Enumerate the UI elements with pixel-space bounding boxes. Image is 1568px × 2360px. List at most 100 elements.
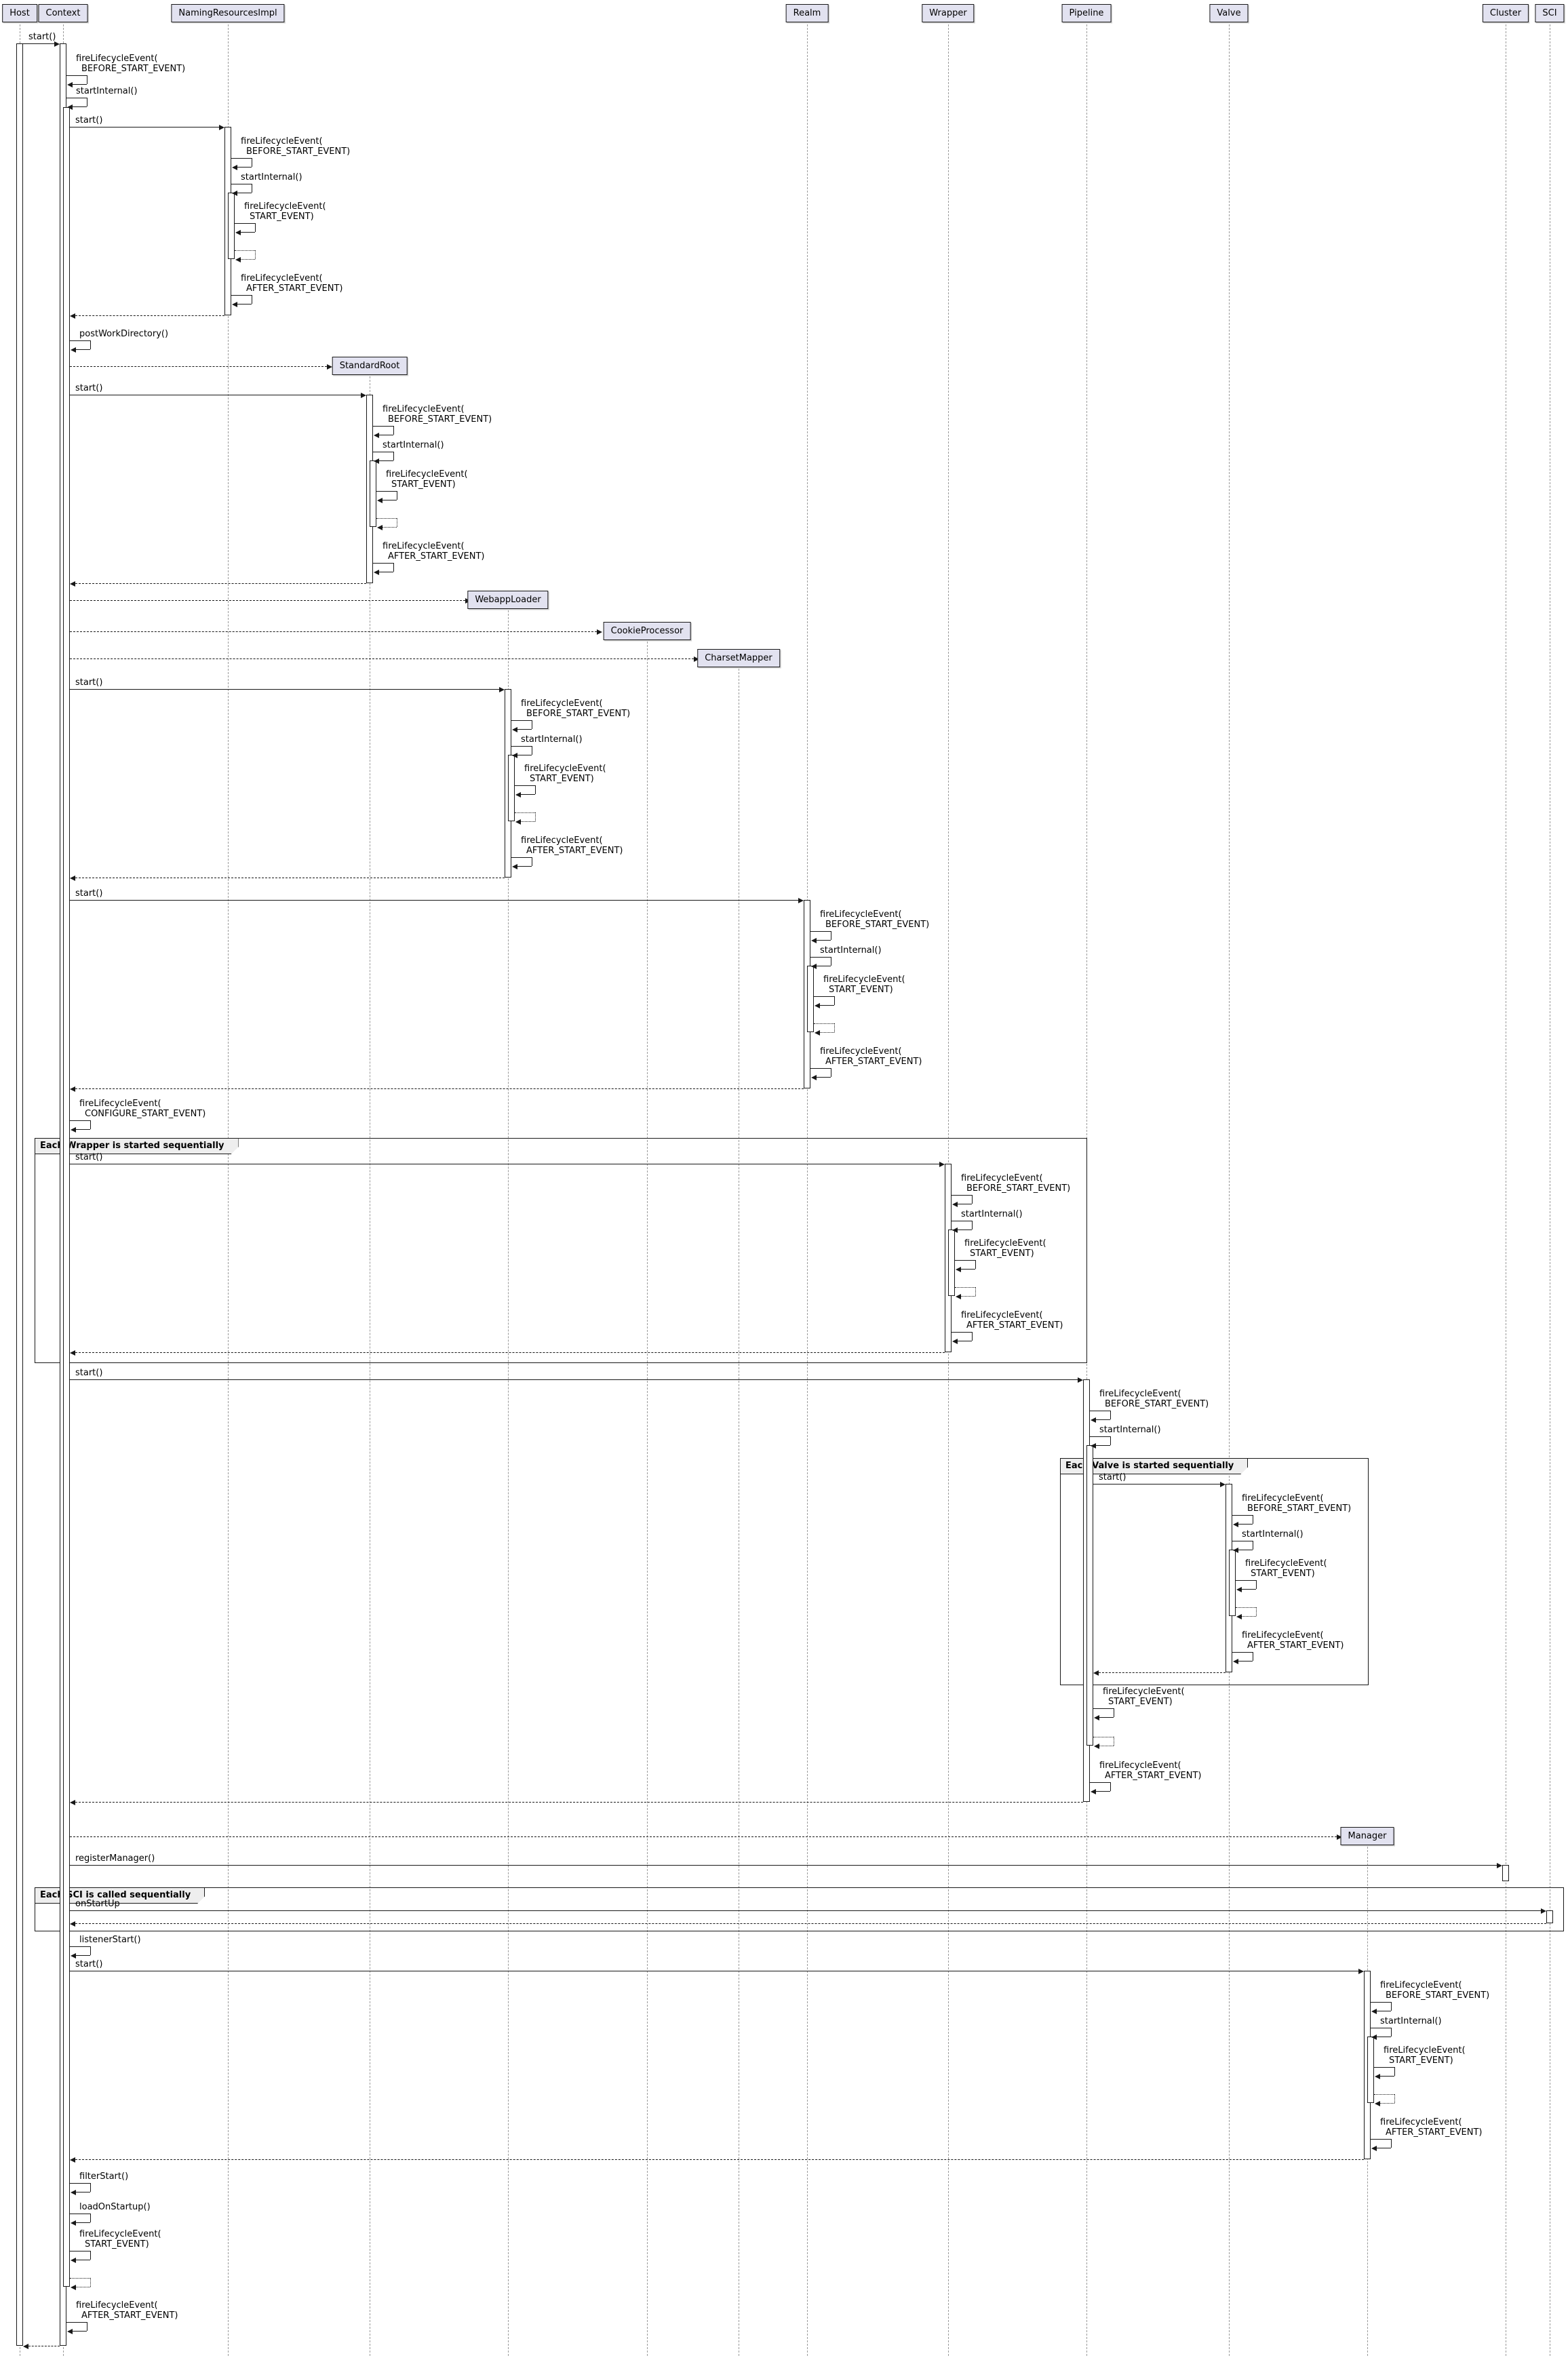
self-arrow-top [1232,1515,1253,1516]
lifeline-valve [1229,24,1230,2356]
message-label: START_EVENT) [1108,1697,1173,1707]
message-label: startInternal() [241,172,302,182]
arrowhead-left-icon [1091,1417,1096,1423]
message-label: start() [28,32,56,42]
self-arrow-top [511,746,532,747]
return-arrow-line [75,1923,1546,1924]
create-arrow-line [70,366,328,367]
arrowhead-left-icon [71,347,76,353]
self-arrow-bottom [517,866,532,867]
self-arrow-top [70,1120,90,1121]
arrowhead-left-icon [374,432,379,438]
self-arrow-bottom [72,2331,87,2332]
self-arrow-top [376,518,397,519]
message-label: fireLifecycleEvent( [383,404,465,414]
self-arrow-top [70,340,90,341]
message-label: start() [75,115,103,125]
lifeline-namingresourcesimpl [228,24,229,2356]
arrowhead-left-icon [956,1293,961,1299]
self-arrow-top [235,223,255,224]
self-arrow-bottom [520,821,535,822]
activation-bar [16,43,23,2346]
message-label: BEFORE_START_EVENT) [1386,1990,1490,2001]
arrowhead-left-icon [515,791,521,798]
arrowhead-left-icon [70,2157,75,2163]
self-arrow-side [255,223,256,232]
arrowhead-right-icon [693,656,699,662]
self-arrow-top [1236,1580,1256,1581]
message-label: BEFORE_START_EVENT) [526,709,631,719]
arrowhead-right-icon [361,392,366,398]
message-label: AFTER_START_EVENT) [1247,1640,1344,1651]
call-arrow-line [70,1379,1078,1380]
activation-bar [63,107,70,2287]
message-label: AFTER_START_EVENT) [388,551,485,562]
self-arrow-bottom [382,527,397,528]
arrowhead-left-icon [512,752,517,758]
self-arrow-bottom [240,259,255,260]
self-arrow-top [1371,2139,1391,2140]
arrowhead-left-icon [1371,2145,1377,2151]
arrowhead-left-icon [71,2189,76,2195]
message-label: AFTER_START_EVENT) [526,846,623,856]
activation-bar [1546,1910,1553,1923]
self-arrow-bottom [960,1269,975,1270]
arrowhead-right-icon [798,897,804,903]
message-label: fireLifecycleEvent( [79,1099,161,1109]
message-label: fireLifecycleEvent( [820,1046,902,1057]
self-arrow-bottom [1095,1445,1110,1446]
self-arrow-top [814,996,834,997]
self-arrow-top [1371,2002,1391,2003]
self-arrow-top [376,491,397,492]
arrowhead-left-icon [1233,1658,1238,1664]
message-label: fireLifecycleEvent( [1099,1761,1181,1771]
self-arrow-bottom [816,1077,831,1078]
self-arrow-side [535,785,536,794]
arrowhead-right-icon [939,1161,945,1167]
message-label: fireLifecycleEvent( [521,699,603,709]
self-arrow-top [70,2183,90,2184]
arrowhead-left-icon [811,963,817,969]
create-arrow-line [70,1836,1337,1837]
self-arrow-side [393,563,394,572]
self-arrow-side [1256,1607,1257,1616]
self-arrow-side [972,1221,973,1230]
call-arrow-line [70,1865,1497,1866]
arrowhead-left-icon [1236,1586,1242,1592]
activation-bar [1367,2037,1374,2103]
call-arrow-line [23,43,54,44]
participant-standardroot: StandardRoot [332,357,408,375]
self-arrow-bottom [72,106,87,107]
self-arrow-top [952,1332,972,1333]
arrowhead-right-icon [1220,1481,1226,1487]
participant-context: Context [38,4,88,22]
message-label: fireLifecycleEvent( [241,136,323,146]
activation-bar [228,193,235,259]
message-label: start() [75,1152,103,1162]
message-label: start() [75,888,103,899]
self-arrow-side [1394,2067,1395,2076]
self-arrow-top [1090,1436,1110,1437]
arrowhead-left-icon [71,1952,76,1959]
arrowhead-right-icon [1541,1908,1546,1914]
message-label: fireLifecycleEvent( [820,909,902,920]
arrowhead-left-icon [374,458,379,464]
self-arrow-top [810,931,831,932]
message-label: start() [75,1368,103,1378]
message-label: fireLifecycleEvent( [383,541,465,551]
self-arrow-top [515,812,535,813]
arrowhead-right-icon [219,124,224,130]
self-arrow-side [1110,1411,1111,1419]
self-arrow-side [834,1023,835,1032]
arrowhead-left-icon [512,726,517,732]
arrowhead-right-icon [597,629,603,635]
message-label: onStartUp [75,1899,120,1909]
arrowhead-left-icon [952,1338,958,1344]
message-label: CONFIGURE_START_EVENT) [85,1109,206,1119]
self-arrow-bottom [237,167,252,168]
arrowhead-left-icon [1091,1788,1096,1794]
self-arrow-bottom [1379,2076,1394,2077]
arrowhead-left-icon [374,569,379,575]
arrowhead-left-icon [70,1350,75,1356]
